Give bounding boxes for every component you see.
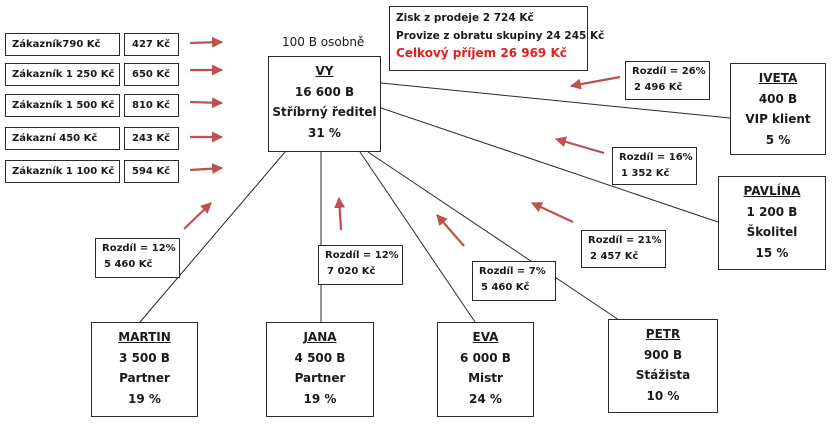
difference-rate: Rozdíl = 7% [479,266,546,277]
link-vy-pavlina [380,107,719,223]
link-vy-martin [139,151,286,323]
node-rank: Školitel [746,225,798,239]
node-name: EVA [472,330,499,344]
difference-amount: 2 496 Kč [634,81,683,93]
link-vy-petr [367,151,623,323]
difference-arrow [436,214,465,247]
difference-amount: 7 020 Kč [327,265,376,277]
node-name: MARTIN [118,330,171,344]
node-rank: Partner [119,371,170,385]
node-percent: 19 % [128,391,161,406]
node-rank: Stříbrný ředitel [272,105,377,119]
node-points: 16 600 B [294,84,355,99]
node-rank: Stážista [635,368,691,382]
difference-amount: 1 352 Kč [621,167,670,179]
customer-arrow [189,163,224,175]
difference-rate: Rozdíl = 16% [619,152,693,163]
node-points: 3 500 B [119,350,170,365]
difference-jana: Rozdíl = 12% 7 020 Kč [318,245,403,285]
node-points: 4 500 B [294,350,346,365]
node-rank: Partner [294,371,346,385]
personal-volume-label: 100 B osobně [282,35,365,49]
group-commission: Provize z obratu skupiny 24 245 Kč [396,29,605,42]
node-points: 6 000 B [460,350,511,365]
difference-rate: Rozdíl = 21% [588,235,662,246]
customer-arrow [189,36,224,48]
customer-amount: 810 Kč [124,94,179,117]
node-name: PETR [645,327,681,341]
node-points: 400 B [758,91,798,106]
node-pavlina: PAVLÍNA 1 200 B Školitel 15 % [718,176,826,270]
link-vy-eva [359,151,476,323]
customer-amount: 427 Kč [124,33,179,56]
difference-arrow [334,196,346,231]
difference-arrow [183,202,212,230]
node-percent: 5 % [765,132,791,147]
node-eva: EVA 6 000 B Mistr 24 % [437,322,534,417]
node-vy: VY 16 600 B Stříbrný ředitel 31 % [268,56,381,152]
node-rank: VIP klient [745,112,811,126]
node-percent: 19 % [303,391,337,406]
node-jana: JANA 4 500 B Partner 19 % [266,322,374,417]
node-rank: Mistr [468,371,503,385]
customer-amount: 594 Kč [124,160,179,183]
node-martin: MARTIN 3 500 B Partner 19 % [91,322,198,417]
difference-rate: Rozdíl = 12% [102,243,176,254]
difference-arrow [569,75,621,90]
total-income: Celkový příjem 26 969 Kč [396,46,567,60]
difference-martin: Rozdíl = 12% 5 460 Kč [95,238,180,278]
customer-arrow [189,97,224,109]
customer-amount: 243 Kč [124,127,179,150]
income-summary: Zisk z prodeje 2 724 Kč Provize z obratu… [389,6,605,71]
node-percent: 24 % [469,391,502,406]
difference-arrow [554,136,605,155]
customer-label: Zákazník 1 500 Kč [5,94,120,117]
node-petr: PETR 900 B Stážista 10 % [608,319,718,413]
node-name: PAVLÍNA [743,184,801,198]
difference-arrow [531,202,574,223]
node-iveta: IVETA 400 B VIP klient 5 % [730,63,826,155]
node-percent: 31 % [308,125,341,140]
difference-petr: Rozdíl = 21% 2 457 Kč [581,230,666,268]
difference-amount: 2 457 Kč [590,250,639,262]
node-points: 900 B [643,347,683,362]
sales-profit: Zisk z prodeje 2 724 Kč [396,12,534,24]
difference-rate: Rozdíl = 12% [325,250,399,261]
difference-iveta: Rozdíl = 26% 2 496 Kč [625,61,710,100]
customer-label: Zákazník 1 250 Kč [5,63,120,86]
difference-eva: Rozdíl = 7% 5 460 Kč [472,261,556,301]
node-points: 1 200 B [746,204,798,219]
customer-label: Zákazník 1 100 Kč [5,160,120,183]
link-vy-iveta [380,82,731,119]
node-name: JANA [303,330,337,344]
customer-label: Zákazní 450 Kč [5,127,120,150]
node-percent: 15 % [755,245,789,260]
customer-amount: 650 Kč [124,63,179,86]
difference-amount: 5 460 Kč [104,258,153,270]
difference-amount: 5 460 Kč [481,281,530,293]
node-name: VY [315,64,334,78]
difference-pavlina: Rozdíl = 16% 1 352 Kč [612,147,697,185]
node-name: IVETA [758,71,798,85]
node-percent: 10 % [646,388,680,403]
difference-rate: Rozdíl = 26% [632,66,706,77]
customer-label: Zákazník790 Kč [5,33,120,56]
